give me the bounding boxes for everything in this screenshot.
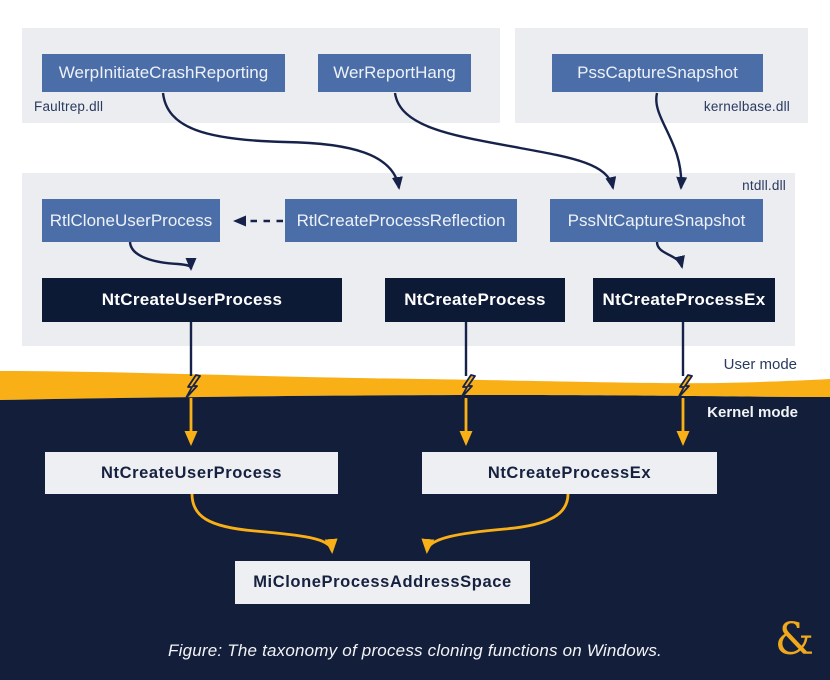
bolt-icon-right [677,374,693,399]
arrow-kernel-ntcup-to-miclone [190,493,338,554]
arrow-psscapture-to-pssnt [655,92,688,190]
arrow-werp-to-reflection [161,92,403,190]
bolt-icon-mid [460,374,476,399]
kernelbase-dll-label: kernelbase.dll [703,99,790,114]
node-werreporthang: WerReportHang [318,54,471,92]
node-ntcreateuserprocess-kernel: NtCreateUserProcess [45,452,338,494]
node-ntcreateuserprocess-user: NtCreateUserProcess [42,278,342,322]
syscall-bolt-icons [185,374,693,399]
node-micloneprocessaddressspace: MiCloneProcessAddressSpace [235,561,530,604]
node-psscapturesnapshot: PssCaptureSnapshot [552,54,763,92]
boundary-yellow-band [0,371,830,400]
faultrep-dll-label: Faultrep.dll [34,99,104,114]
node-rtlcreateprocessreflection: RtlCreateProcessReflection [285,199,517,242]
arrow-werreporthang-to-pssnt [393,92,617,190]
node-ntcreateprocess-user: NtCreateProcess [385,278,565,322]
node-pssntcapturesnapshot: PssNtCaptureSnapshot [550,199,763,242]
node-rtlcloneuserprocess: RtlCloneUserProcess [42,199,220,242]
user-mode-label: User mode [723,356,797,373]
figure-caption: Figure: The taxonomy of process cloning … [168,641,662,660]
arrow-pssnt-to-ntcreateprocessex [655,241,685,269]
bolt-icon-left [185,374,201,399]
arrow-kernel-ntcpex-to-miclone [421,493,570,554]
node-ntcreateprocessex-user: NtCreateProcessEx [593,278,775,322]
arrow-rtlclone-to-ntcreateuserprocess [128,241,197,271]
node-werpinitiatecrashreporting: WerpInitiateCrashReporting [42,54,285,92]
ntdll-dll-label: ntdll.dll [742,178,786,193]
ampersand-logo: & [774,614,814,665]
kernel-mode-label: Kernel mode [707,404,798,421]
node-ntcreateprocessex-kernel: NtCreateProcessEx [422,452,717,494]
